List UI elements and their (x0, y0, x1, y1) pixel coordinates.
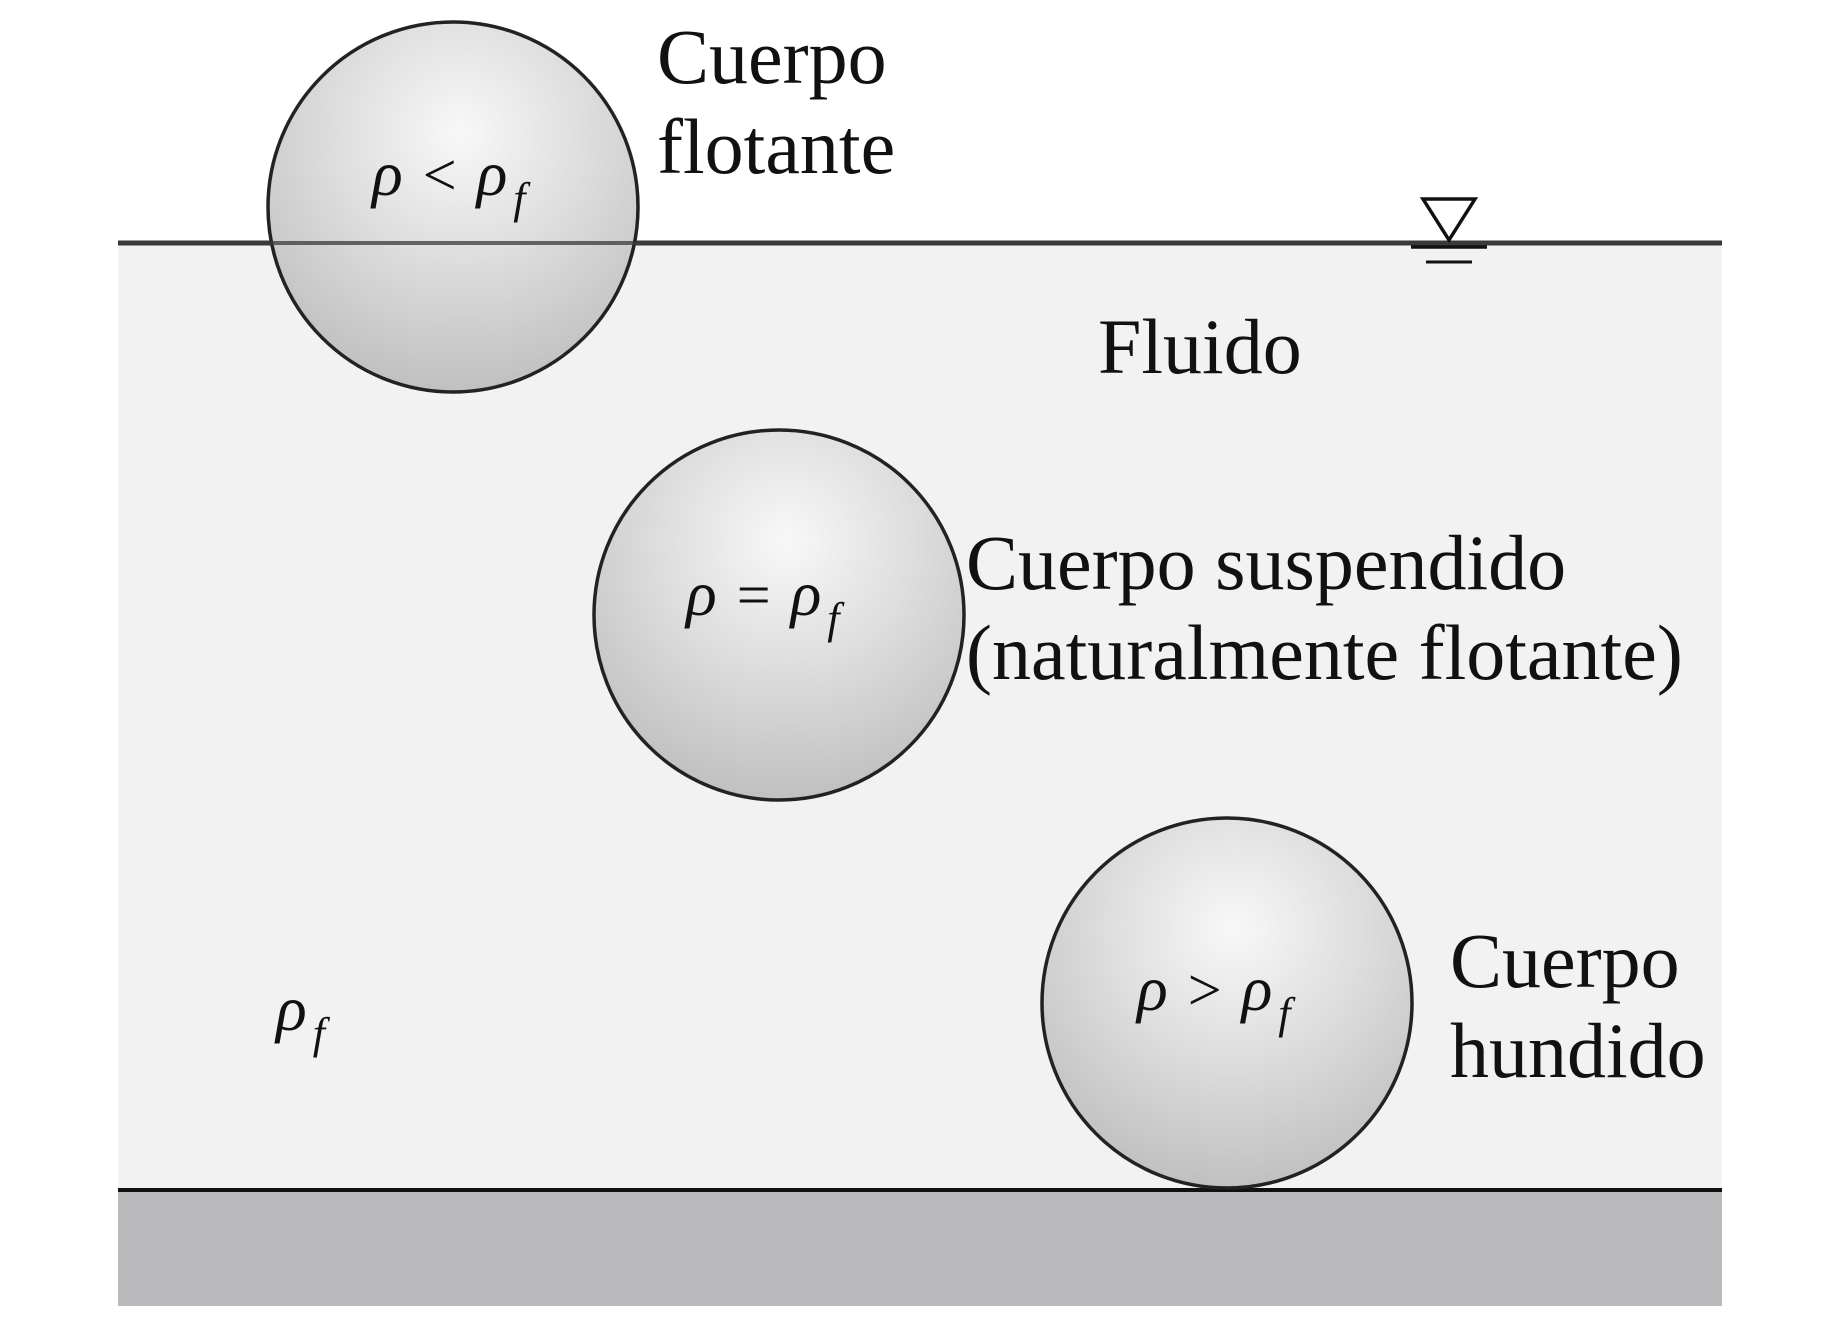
free-surface-symbol (1411, 197, 1487, 264)
suspended-body: ρ = ρ f (592, 428, 966, 802)
floating-label-line1: Cuerpo (657, 13, 887, 100)
floating-sphere (266, 20, 640, 394)
suspended-label-line2: (naturalmente flotante) (966, 609, 1683, 696)
suspended-label-line1: Cuerpo suspendido (966, 519, 1566, 606)
sinking-density-relation: ρ > ρ f (1135, 953, 1296, 1038)
suspended-sphere (592, 428, 966, 802)
sinking-label-line1: Cuerpo (1450, 917, 1680, 1004)
sinking-body: ρ > ρ f (1040, 816, 1414, 1190)
ground (118, 1190, 1722, 1306)
sinking-sphere (1040, 816, 1414, 1190)
sinking-label-line2: hundido (1450, 1007, 1706, 1094)
floating-label-line2: flotante (657, 103, 895, 190)
fluid-label: Fluido (1098, 303, 1302, 390)
floating-body: ρ < ρ f (266, 20, 640, 394)
suspended-density-relation: ρ = ρ f (684, 558, 845, 643)
